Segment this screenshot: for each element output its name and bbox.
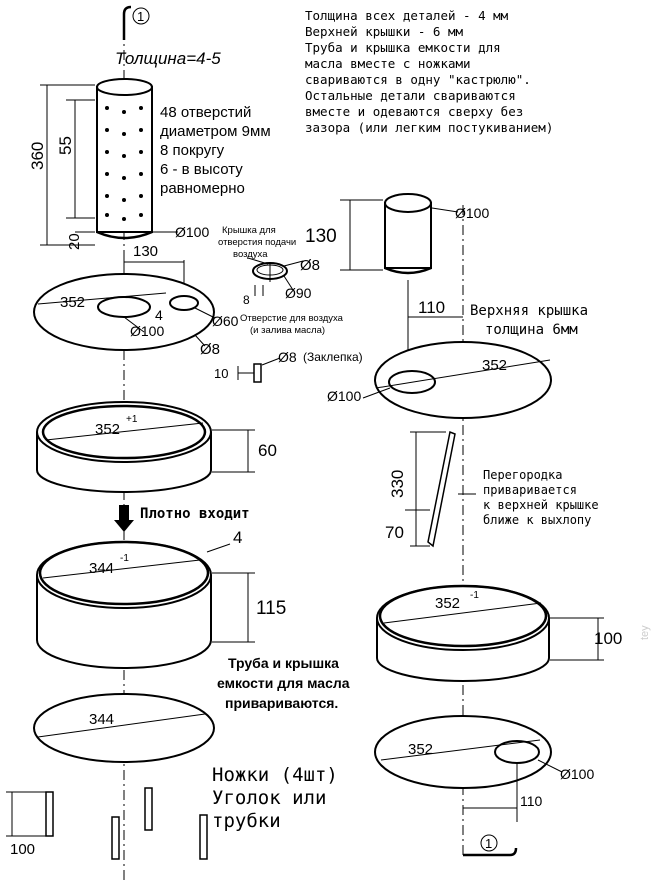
watermark: tey — [639, 625, 651, 640]
note-line-6: Остальные детали свариваются — [305, 88, 516, 103]
holes-line-1: 48 отверстий — [160, 104, 251, 121]
rivet-part: 10 Ø8 (Заклепка) — [214, 349, 363, 383]
dim-344-tolerance: -1 — [120, 553, 129, 564]
dim-8-cover: Ø8 — [300, 257, 320, 274]
note-line-5: свариваются в одну "кастрюлю". — [305, 72, 531, 87]
legs-note: Ножки (4шт) Уголок или трубки — [212, 764, 338, 832]
dim-115-body: 115 — [256, 598, 286, 619]
legs-line-2: Уголок или — [212, 787, 326, 809]
dim-352-lid: 352 — [60, 294, 85, 311]
dim-110-top: 110 — [418, 298, 445, 317]
oil-tank-bottom: 344 — [33, 693, 215, 763]
dim-8-small: 8 — [243, 293, 250, 307]
dim-352-bottom-right: 352 — [408, 741, 433, 758]
dim-90-cover: Ø90 — [285, 285, 312, 301]
welded-note: Труба и крышка емкости для масла привари… — [217, 655, 350, 711]
dim-8-rivet: Ø8 — [278, 349, 297, 365]
section-label-top: 1 — [137, 9, 144, 24]
dim-344-body: 344 — [89, 560, 114, 577]
cover-label-line-2: отверстия подачи — [218, 237, 296, 248]
lower-ring: 352 -1 100 — [376, 584, 622, 682]
dim-344-bottom: 344 — [89, 711, 114, 728]
note-line-4: масла вместе с ножками — [305, 56, 471, 71]
cover-label-line-1: Крышка для — [222, 225, 276, 236]
bottom-plate-right: 352 Ø100 110 — [374, 715, 594, 822]
welded-line-2: емкости для масла — [217, 675, 350, 691]
dim-330: 330 — [388, 470, 407, 498]
dim-352-ring-right: 352 — [435, 595, 460, 612]
dim-60-hole: Ø60 — [212, 313, 239, 329]
top-cover: 110 Верхняя крышка толщина 6мм 352 Ø100 — [327, 280, 588, 419]
dim-352-ring: 352 — [95, 421, 120, 438]
dim-pipe-diameter: Ø100 — [175, 224, 209, 240]
perforated-pipe — [96, 78, 153, 240]
partition-plate: 330 70 Перегородка приваривается к верхн… — [385, 430, 599, 548]
dim-20: 20 — [66, 233, 83, 250]
holes-line-4: 6 - в высоту — [160, 161, 243, 178]
partition-line-1: Перегородка — [483, 468, 562, 482]
dim-130-horizontal: 130 — [133, 243, 158, 260]
welded-line-3: привариваются. — [225, 695, 338, 711]
section-label-bottom: 1 — [485, 836, 492, 851]
dim-55: 55 — [56, 136, 75, 155]
dim-8-lid: Ø8 — [200, 341, 220, 358]
thickness-label: Толщина=4-5 — [115, 49, 221, 68]
dim-352-top: 352 — [482, 357, 507, 374]
fits-tightly-label: Плотно входит — [140, 506, 250, 522]
legs: 100 — [6, 787, 208, 860]
legs-line-3: трубки — [212, 810, 281, 832]
fits-tightly-note: Плотно входит — [114, 505, 250, 532]
note-line-3: Труба и крышка емкости для — [305, 40, 501, 55]
dim-10-rivet: 10 — [214, 366, 228, 381]
rivet-label: (Заклепка) — [303, 350, 363, 364]
dim-100-exhaust: Ø100 — [455, 205, 489, 221]
dim-100-leg: 100 — [10, 841, 35, 858]
top-cover-line-2: толщина 6мм — [485, 322, 578, 338]
dim-60-ring: 60 — [258, 441, 277, 460]
dim-100-top-hole: Ø100 — [327, 388, 361, 404]
note-line-2: Верхней крышки - 6 мм — [305, 24, 464, 39]
dim-352-tolerance: +1 — [126, 414, 138, 425]
dim-100-ring: 100 — [594, 629, 622, 648]
dim-130-vertical: 130 — [305, 226, 337, 247]
dim-4-lid: 4 — [155, 307, 163, 323]
cover-label-line-3: воздуха — [233, 249, 268, 260]
air-hole-line-2: (и залива масла) — [250, 325, 325, 336]
dim-360: 360 — [28, 142, 47, 170]
section-marker-top: 1 — [122, 5, 150, 40]
dim-110-bottom: 110 — [520, 793, 543, 809]
note-line-7: вместе и одеваются сверху без — [305, 104, 523, 119]
partition-line-2: приваривается — [483, 483, 577, 497]
holes-line-5: равномерно — [160, 180, 245, 197]
dim-70: 70 — [385, 523, 404, 542]
legs-line-1: Ножки (4шт) — [212, 764, 338, 786]
note-line-1: Толщина всех деталей - 4 мм — [305, 8, 509, 23]
air-hole-line-1: Отверстие для воздуха — [240, 313, 344, 324]
note-line-8: зазора (или легким постукиванием) — [305, 120, 553, 135]
oil-tank-lid: 352 4 Ø100 Ø60 Ø8 — [33, 273, 239, 358]
holes-line-2: диаметром 9мм — [160, 123, 271, 140]
air-inlet-cover: Крышка для отверстия подачи воздуха Ø8 8… — [218, 225, 320, 307]
oil-tank-body: 344 -1 4 115 — [36, 528, 286, 669]
general-notes: Толщина всех деталей - 4 мм Верхней крыш… — [305, 8, 553, 135]
top-cover-line-1: Верхняя крышка — [470, 303, 588, 319]
pipe-dimensions: 360 55 20 Ø100 — [28, 84, 209, 250]
dim-352-tolerance-right: -1 — [470, 590, 479, 601]
exhaust-pipe: 130 Ø100 — [305, 193, 489, 275]
section-marker-bottom: 1 — [463, 834, 518, 857]
welded-line-1: Труба и крышка — [228, 655, 339, 671]
holes-note: 48 отверстий диаметром 9мм 8 покругу 6 -… — [160, 104, 271, 197]
holes-line-3: 8 покругу — [160, 142, 225, 159]
partition-line-3: к верхней крышке — [483, 498, 599, 512]
dim-100-bottom-right: Ø100 — [560, 766, 594, 782]
dim-100-lid-hole: Ø100 — [130, 323, 164, 339]
dim-4-wall: 4 — [233, 528, 242, 547]
partition-line-4: ближе к выхлопу — [483, 513, 591, 527]
upper-ring: 352 +1 60 — [36, 401, 277, 493]
air-hole-note: Отверстие для воздуха (и залива масла) — [240, 313, 344, 336]
